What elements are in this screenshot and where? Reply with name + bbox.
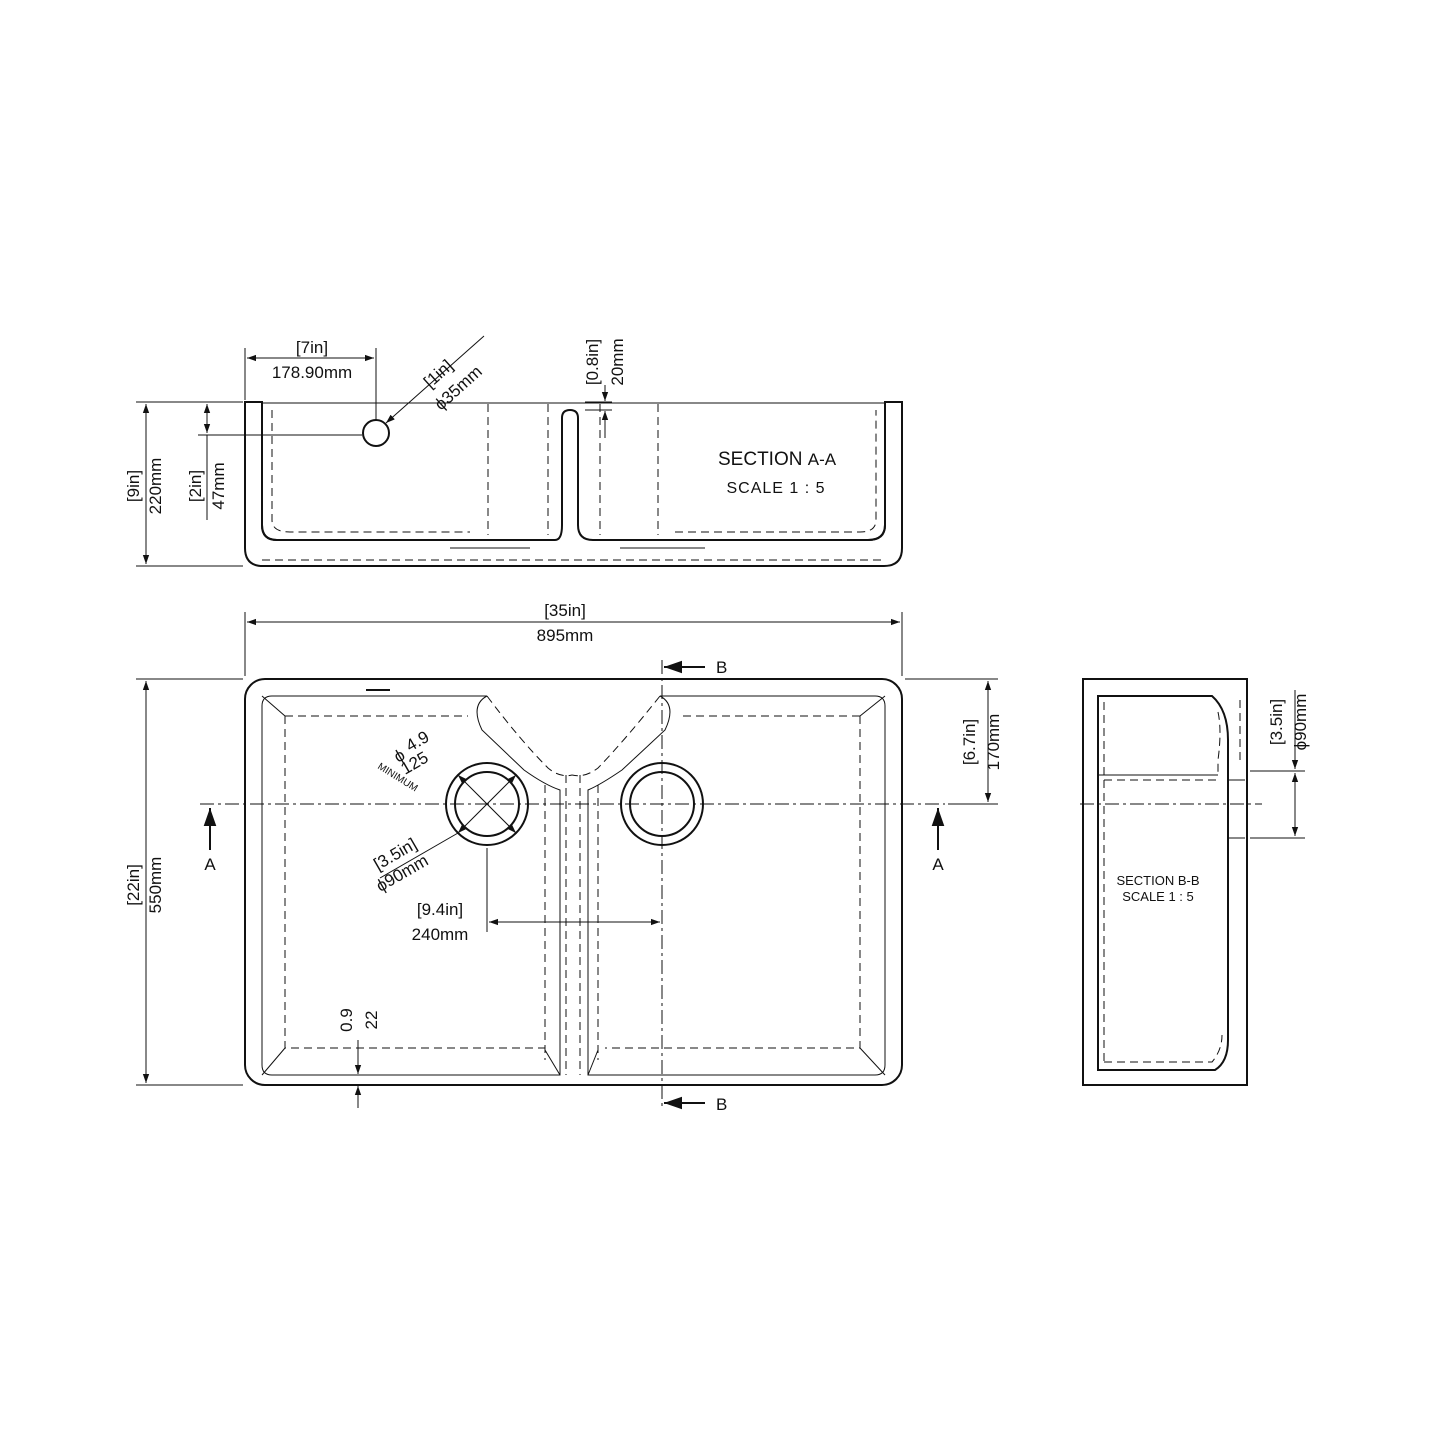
plan-dimensions: [35in] 895mm [22in] 550mm [6.7in] 170mm … <box>124 601 1003 1108</box>
section-aa-view: [7in] 178.90mm [1in] ϕ35mm [0.8in] 20mm … <box>124 335 903 567</box>
divider-drop-mm: 20mm <box>608 338 627 385</box>
section-marker-b-bottom: B <box>716 1095 727 1114</box>
left-bowl <box>261 695 561 1076</box>
height-mm: 220mm <box>146 458 165 515</box>
section-aa-title: SECTION A-A <box>718 449 837 470</box>
wall-mm: 22 <box>362 1011 381 1030</box>
section-bb-hatched-walls <box>1082 678 1248 1086</box>
waste-from-back-in: [6.7in] <box>960 719 979 765</box>
section-aa-inner-lines <box>261 402 886 561</box>
divider-drop-in: [0.8in] <box>583 339 602 385</box>
section-markers: A A B B <box>203 658 944 1114</box>
overflow-offset-mm: 178.90mm <box>272 363 352 382</box>
plan-view: A A B B [35in] 895mm [22in] 550mm [6.7in… <box>124 601 1003 1114</box>
overflow-height-mm: 47mm <box>209 462 228 509</box>
section-bb-title: SECTION B-B <box>1116 873 1199 888</box>
waste-from-back-mm: 170mm <box>984 714 1003 771</box>
section-bb-view: [3.5in] ϕ90mm SECTION B-B SCALE 1 : 5 <box>1080 678 1310 1086</box>
waste-spacing-mm: 240mm <box>412 925 469 944</box>
section-aa-scale: SCALE 1 : 5 <box>726 480 825 497</box>
waste-spacing-in: [9.4in] <box>417 900 463 919</box>
section-marker-a-left: A <box>204 855 216 874</box>
depth-mm: 550mm <box>146 857 165 914</box>
section-bb-waste-dia-in: [3.5in] <box>1267 699 1286 745</box>
overflow-height-in: [2in] <box>186 470 205 502</box>
right-bowl <box>587 695 886 1076</box>
width-in: [35in] <box>544 601 586 620</box>
section-bb-waste-dia-mm: ϕ90mm <box>1291 694 1310 751</box>
sink-outline <box>244 678 903 1086</box>
section-bb-inner-lines <box>1097 696 1245 1070</box>
overflow-offset-in: [7in] <box>296 338 328 357</box>
section-aa-hatched-walls <box>244 401 903 567</box>
section-bb-dimensions: [3.5in] ϕ90mm <box>1250 690 1310 839</box>
section-marker-a-right: A <box>932 855 944 874</box>
overflow-hole-icon <box>362 419 390 447</box>
wall-in: 0.9 <box>337 1008 356 1032</box>
depth-in: [22in] <box>124 864 143 906</box>
width-mm: 895mm <box>537 626 594 645</box>
section-aa-dimensions: [7in] 178.90mm [1in] ϕ35mm [0.8in] 20mm … <box>124 335 627 567</box>
height-in: [9in] <box>124 470 143 502</box>
section-bb-scale: SCALE 1 : 5 <box>1122 889 1194 904</box>
section-marker-b-top: B <box>716 658 727 677</box>
